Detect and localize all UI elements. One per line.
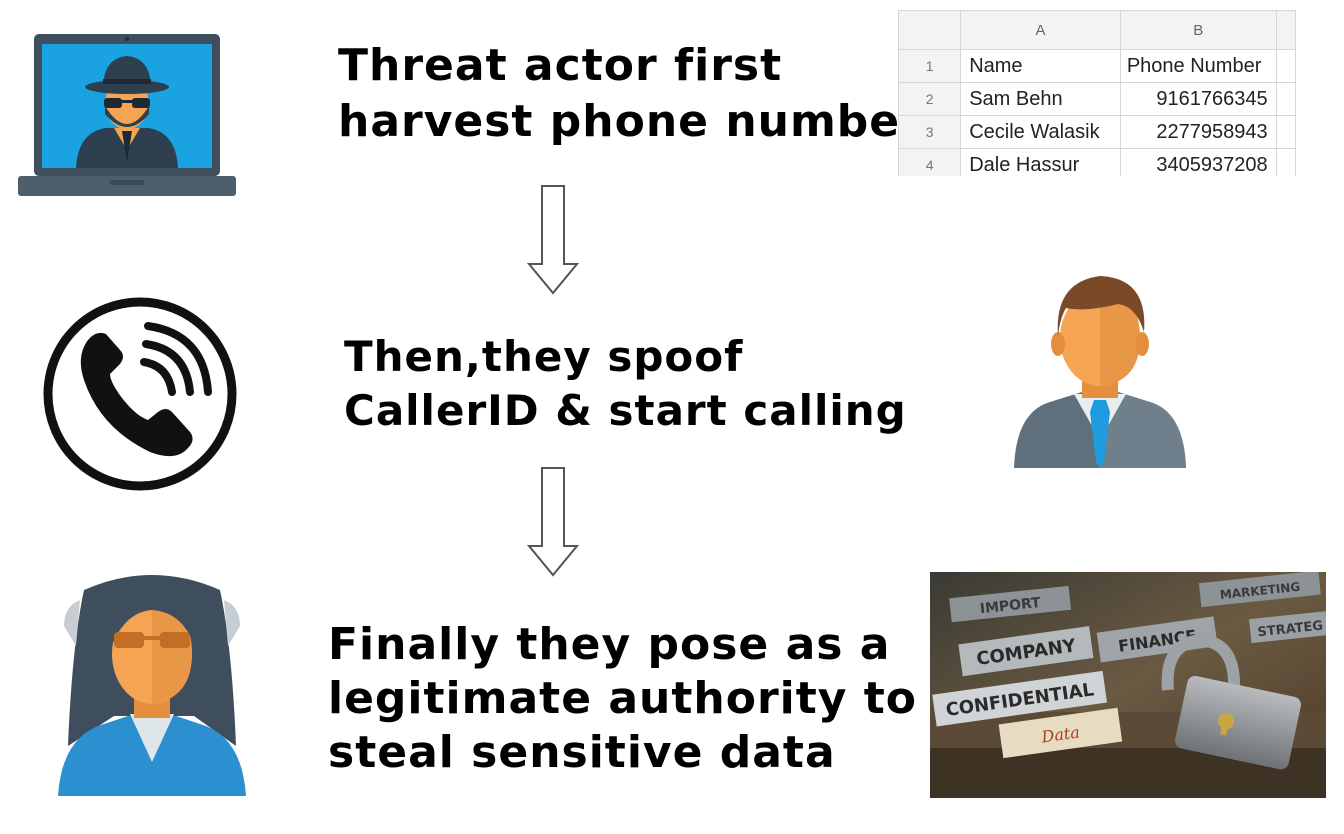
cell-phone: Phone Number bbox=[1119, 49, 1277, 83]
hacker-laptop-icon bbox=[18, 34, 236, 196]
phone-number-spreadsheet: A B 1 Name Phone Number 2 Sam Behn 91617… bbox=[898, 10, 1296, 176]
phone-call-icon bbox=[43, 297, 237, 491]
column-header-b: B bbox=[1119, 10, 1277, 50]
tab-import: IMPORT bbox=[979, 595, 1042, 617]
table-row: 3 Cecile Walasik 2277958943 bbox=[898, 115, 1296, 149]
confidential-folders-image: IMPORT MARKETING STRATEG COMPANY FINANCE… bbox=[930, 572, 1326, 798]
step-1-line-1: Threat actor first bbox=[338, 40, 783, 91]
step-3-line-2: legitimate authority to bbox=[328, 673, 918, 724]
column-header-a: A bbox=[960, 10, 1121, 50]
step-3-text: Finally they pose as a legitimate author… bbox=[328, 618, 917, 780]
step-1-line-2: harvest phone number bbox=[338, 96, 923, 147]
step-2-line-2: CallerID & start calling bbox=[344, 386, 907, 435]
step-3-line-1: Finally they pose as a bbox=[328, 619, 891, 670]
down-arrow-icon bbox=[526, 467, 580, 577]
cell-name: Name bbox=[960, 49, 1121, 83]
cell-phone: 2277958943 bbox=[1119, 115, 1277, 149]
step-2-line-1: Then,they spoof bbox=[344, 332, 744, 381]
cell-name: Cecile Walasik bbox=[960, 115, 1121, 149]
step-3-line-3: steal sensitive data bbox=[328, 727, 836, 778]
step-2-text: Then,they spoof CallerID & start calling bbox=[344, 330, 907, 438]
woman-avatar-icon bbox=[58, 575, 246, 796]
down-arrow-icon bbox=[526, 185, 580, 295]
row-number: 4 bbox=[898, 148, 962, 176]
cell-phone: 3405937208 bbox=[1119, 148, 1277, 176]
sheet-header-row: A B bbox=[898, 10, 1296, 50]
cell-name: Dale Hassur bbox=[960, 148, 1121, 176]
table-row: 4 Dale Hassur 3405937208 bbox=[898, 148, 1296, 176]
row-number: 1 bbox=[898, 49, 962, 83]
row-number: 2 bbox=[898, 82, 962, 116]
row-number: 3 bbox=[898, 115, 962, 149]
table-row: 1 Name Phone Number bbox=[898, 49, 1296, 83]
cell-name: Sam Behn bbox=[960, 82, 1121, 116]
tab-strategy: STRATEG bbox=[1257, 619, 1324, 641]
businessman-icon bbox=[1014, 276, 1186, 468]
step-1-text: Threat actor first harvest phone number bbox=[338, 38, 923, 150]
table-row: 2 Sam Behn 9161766345 bbox=[898, 82, 1296, 116]
cell-phone: 9161766345 bbox=[1119, 82, 1277, 116]
